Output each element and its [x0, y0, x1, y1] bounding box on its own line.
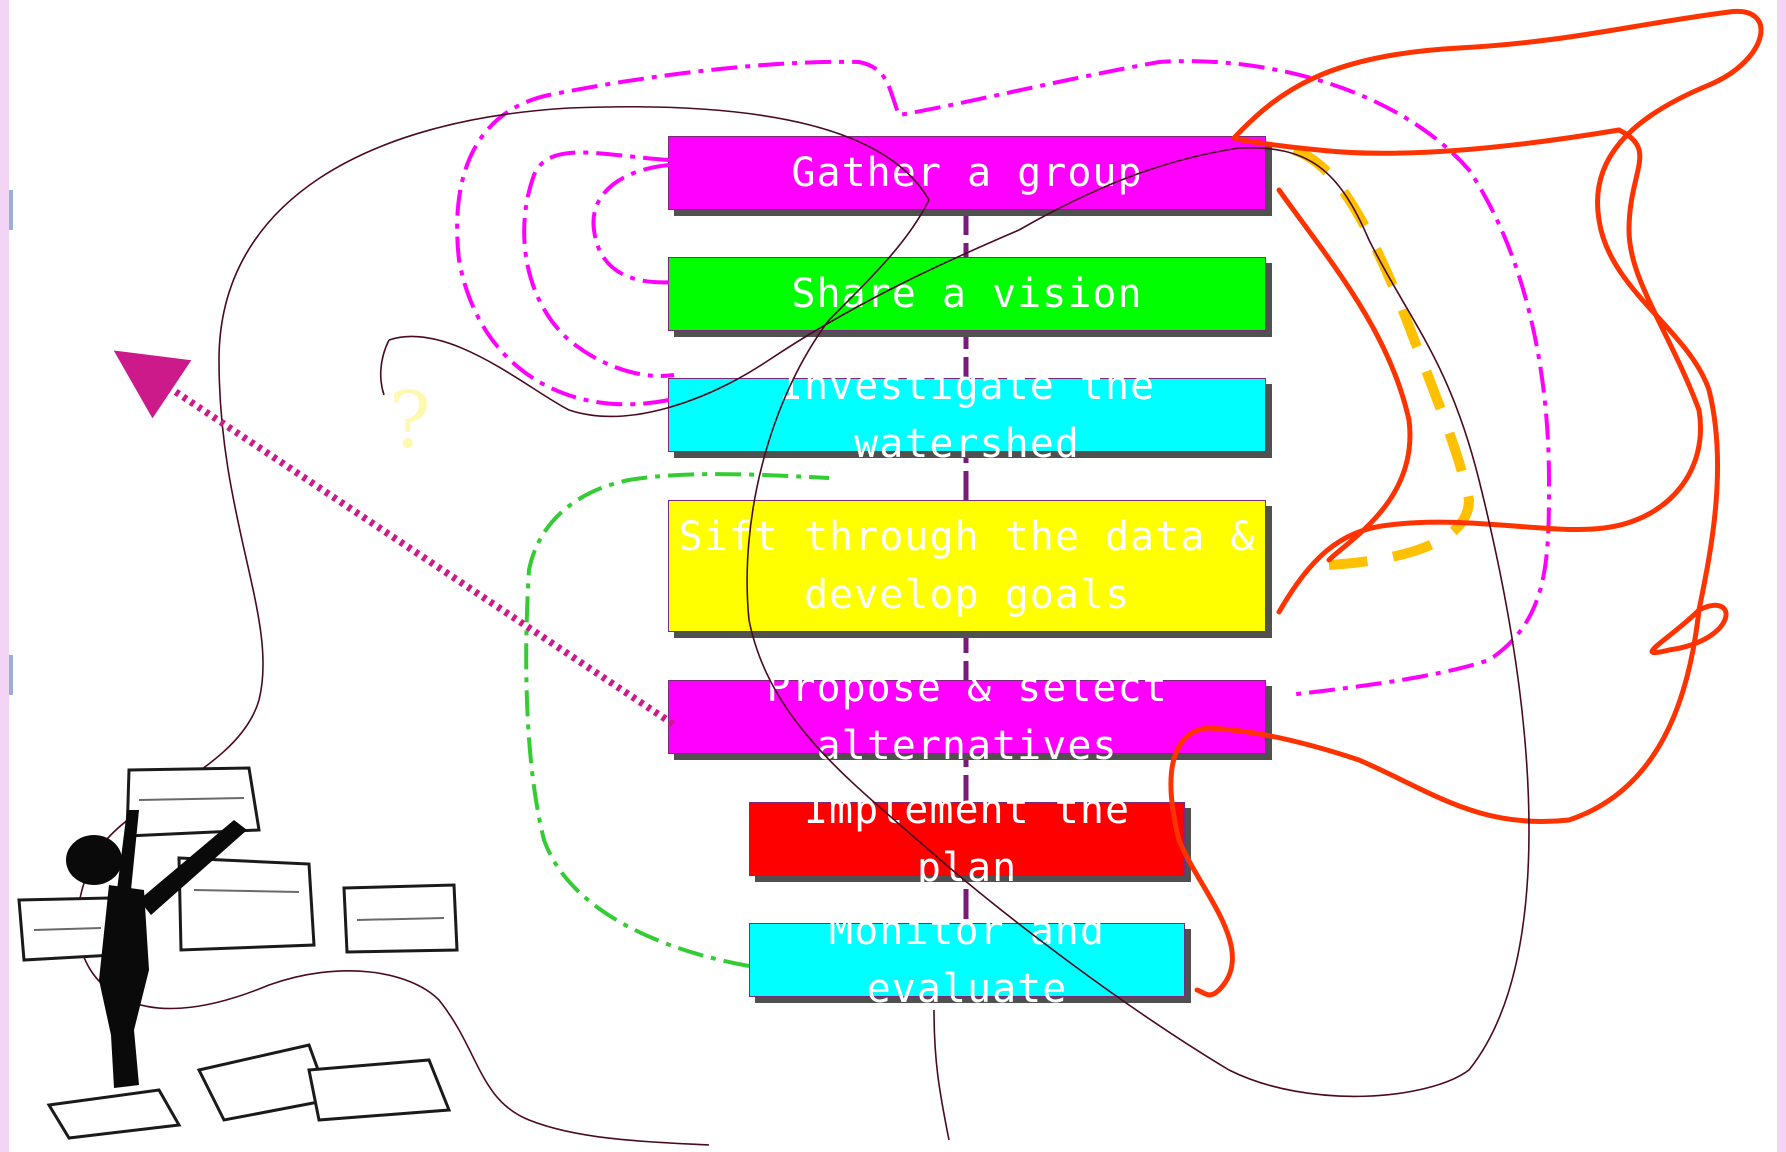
step-box-share-a-vision: Share a vision	[668, 257, 1266, 331]
step-box-sift-through-data: Sift through the data & develop goals	[668, 500, 1266, 632]
red-scribble	[1168, 8, 1764, 998]
annotation-overlay	[76, 8, 1764, 1146]
step-label: Investigate the watershed	[778, 363, 1156, 467]
dotted-arrow	[113, 350, 675, 727]
step-label: Gather a group	[791, 150, 1143, 196]
slide: Gather a group Share a vision Investigat…	[9, 0, 1777, 1152]
step-box-gather-a-group: Gather a group	[668, 136, 1266, 210]
slide-edge-mark	[9, 190, 13, 230]
step-label: Sift through the data & develop goals	[678, 514, 1256, 618]
step-box-investigate-the-watershed: Investigate the watershed	[668, 363, 1266, 467]
step-label: Share a vision	[791, 271, 1143, 317]
slide-edge-mark	[9, 655, 13, 695]
magenta-dashdot-loop-inner	[522, 150, 675, 378]
question-mark: ?	[389, 376, 431, 466]
step-label: Implement the plan	[803, 787, 1131, 891]
magenta-dashdot-loop-outer	[455, 59, 1552, 697]
step-box-monitor-and-evaluate: Monitor and evaluate	[749, 908, 1185, 1012]
orange-dashed-arc	[1292, 145, 1475, 570]
green-dashdot-loop	[524, 472, 830, 968]
step-box-implement-the-plan: Implement the plan	[749, 787, 1185, 891]
step-label: Monitor and evaluate	[829, 908, 1105, 1012]
person-with-papers-icon	[17, 766, 459, 1140]
step-box-propose-select-alternatives: Propose & select alternatives	[668, 665, 1266, 769]
step-label: Propose & select alternatives	[766, 665, 1168, 769]
magenta-dashdot-loop-small	[591, 163, 675, 285]
